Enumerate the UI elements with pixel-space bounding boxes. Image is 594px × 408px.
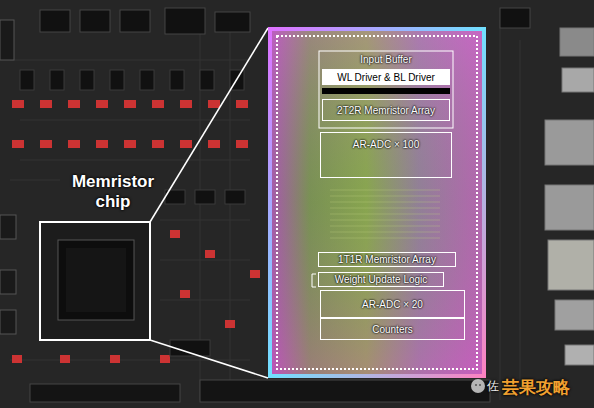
block-label: Weight Update Logic [335, 274, 428, 285]
watermark: 芸果攻略 [502, 376, 570, 399]
chip-block: AR-ADC × 20 [320, 290, 465, 318]
chip-block: Input Buffer [320, 52, 452, 67]
block-label: 2T2R Memristor Array [337, 105, 435, 116]
chip-block: Counters [320, 318, 465, 340]
chip-block: 1T1R Memristor Array [318, 252, 456, 267]
block-label: AR-ADC × 100 [353, 139, 419, 150]
chip-block: 2T2R Memristor Array [322, 99, 450, 121]
watermark: 佐 [487, 378, 499, 395]
chip-callout: Memristor chip [58, 172, 168, 213]
chip-block: AR-ADC × 100 [320, 132, 452, 178]
chip-block: Weight Update Logic [318, 272, 444, 287]
block-label: 1T1R Memristor Array [338, 254, 436, 265]
block-label: Input Buffer [360, 54, 412, 65]
block-label: AR-ADC × 20 [362, 299, 423, 310]
chip-block: WL Driver & BL Driver [322, 69, 450, 85]
block-label: WL Driver & BL Driver [337, 72, 435, 83]
block-label: Counters [372, 324, 413, 335]
